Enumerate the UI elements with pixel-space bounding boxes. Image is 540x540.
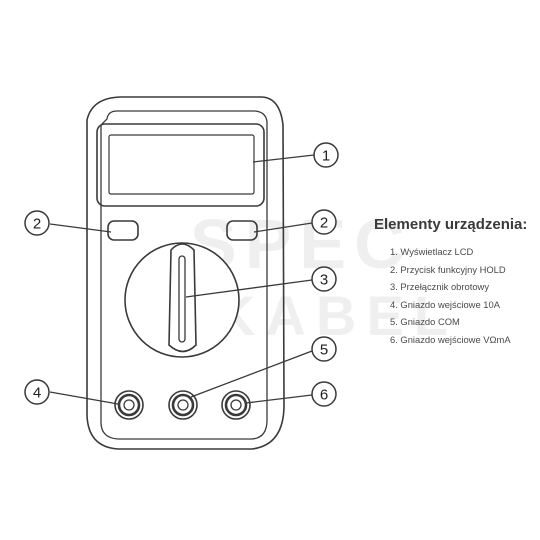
callout-5-number: 5	[320, 342, 328, 359]
callout-3-number: 3	[320, 272, 328, 289]
callouts: 1 2 2 3 4 5 6	[24, 142, 339, 407]
leader-1	[252, 154, 315, 163]
hold-button-right[interactable]	[226, 220, 258, 241]
leader-3	[185, 279, 313, 298]
rotary-switch[interactable]	[124, 242, 240, 358]
callout-2-left: 2	[24, 210, 50, 236]
lcd-display-screen	[108, 134, 255, 195]
callout-3: 3	[311, 266, 337, 292]
callout-1-number: 1	[322, 148, 330, 165]
callout-5: 5	[311, 336, 337, 362]
callout-6-number: 6	[320, 387, 328, 404]
inner-panel	[100, 110, 268, 440]
leader-lines	[49, 154, 315, 405]
callout-4: 4	[24, 379, 50, 405]
legend-item-4: 4. Gniazdo wejściowe 10A	[390, 298, 500, 310]
leader-5	[190, 350, 313, 398]
legend-item-3: 3. Przełącznik obrotowy	[390, 281, 490, 292]
legend-list: 1. Wyświetlacz LCD 2. Przycisk funkcyjny…	[374, 243, 534, 348]
legend-item-5: 5. Gniazdo COM	[390, 316, 460, 327]
watermark-kabel: KABEL	[215, 284, 458, 347]
outer-housing	[86, 96, 285, 450]
callout-4-number: 4	[33, 385, 41, 402]
legend-item-1: 1. Wyświetlacz LCD	[390, 246, 474, 257]
input-jack-10a[interactable]	[114, 390, 144, 420]
leader-6	[245, 394, 313, 404]
callout-2-left-number: 2	[33, 216, 41, 233]
input-jack-com[interactable]	[168, 390, 198, 420]
callout-6: 6	[311, 381, 337, 407]
input-jack-vohm-ma[interactable]	[221, 390, 251, 420]
legend-item-2: 2. Przycisk funkcyjny HOLD	[390, 263, 506, 275]
leader-4	[49, 391, 119, 405]
rotary-knob	[168, 243, 197, 353]
legend-title: Elementy urządzenia:	[374, 216, 528, 233]
legend: Elementy urządzenia: 1. Wyświetlacz LCD …	[374, 216, 534, 348]
multimeter-body	[86, 96, 285, 450]
callout-2-right: 2	[311, 209, 337, 235]
callout-1: 1	[313, 142, 339, 168]
lcd-display-bezel	[96, 123, 265, 207]
leader-2-right	[253, 222, 313, 233]
rotary-knob-pointer	[178, 255, 186, 343]
leader-2-left	[49, 223, 112, 233]
hold-button-left[interactable]	[107, 220, 139, 241]
callout-2-right-number: 2	[320, 215, 328, 232]
legend-item-6: 6. Gniazdo wejściowe VΩmA	[390, 333, 511, 345]
